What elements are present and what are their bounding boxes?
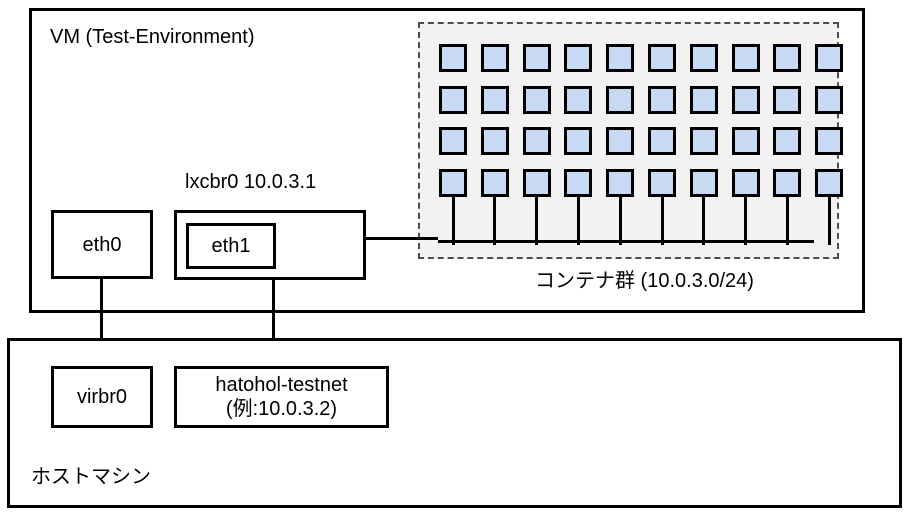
container-cell (564, 168, 593, 197)
container-cell (480, 168, 509, 197)
container-cell (731, 168, 760, 197)
container-cell (606, 168, 635, 197)
container-cell (689, 127, 718, 155)
connector-lxcbr0-to-hatohol-testnet (272, 279, 275, 368)
container-drop-line (493, 196, 497, 245)
connector-lxcbr0-to-container-bus (363, 237, 438, 240)
container-cell (606, 44, 635, 72)
lxcbr0-title: lxcbr0 10.0.3.1 (185, 171, 317, 193)
container-cell (731, 44, 760, 72)
container-drop-line (785, 196, 789, 245)
container-cell (689, 85, 718, 114)
container-cell (606, 127, 635, 155)
host-machine-boundary-box (7, 338, 902, 508)
container-cell (815, 127, 844, 155)
container-cell (815, 44, 844, 72)
container-cell (773, 127, 802, 155)
eth0-label: eth0 (82, 233, 122, 256)
container-drop-line (702, 196, 706, 245)
container-cell (773, 44, 802, 72)
container-cell (731, 127, 760, 155)
container-drop-line (618, 196, 622, 245)
container-cell (773, 85, 802, 114)
container-cell (522, 127, 551, 155)
container-cell (439, 44, 467, 72)
container-cell (689, 168, 718, 197)
connector-eth0-to-virbr0 (100, 278, 103, 368)
hatohol-testnet-label: hatohol-testnet (例:10.0.3.2) (215, 374, 348, 420)
eth0-box (51, 210, 153, 279)
container-cell (648, 168, 676, 197)
eth1-box (186, 223, 276, 269)
container-group-caption: コンテナ群 (10.0.3.0/24) (535, 270, 754, 292)
container-cell (522, 168, 551, 197)
container-cell (480, 44, 509, 72)
hatohol-testnet-box (174, 366, 389, 428)
container-group-region (418, 22, 844, 259)
container-cell (731, 85, 760, 114)
virbr0-label: virbr0 (76, 386, 127, 408)
container-cell (648, 44, 676, 72)
virbr0-box (51, 366, 153, 428)
container-drop-line (744, 196, 748, 245)
container-cell (439, 85, 467, 114)
container-cell (689, 44, 718, 72)
container-bus-line (438, 240, 814, 243)
container-cell (522, 85, 551, 114)
container-cell (439, 168, 467, 197)
container-cell (480, 85, 509, 114)
container-cell (480, 127, 509, 155)
container-cell (815, 85, 844, 114)
container-drop-line (451, 196, 455, 245)
container-drop-line (576, 196, 580, 245)
container-cell (773, 168, 802, 197)
container-drop-line (827, 196, 831, 245)
container-cell (439, 127, 467, 155)
container-cell (564, 85, 593, 114)
eth1-label: eth1 (211, 235, 251, 257)
container-drop-line (660, 196, 664, 245)
container-cell (606, 85, 635, 114)
container-cell (648, 127, 676, 155)
container-cell (564, 127, 593, 155)
vm-title: VM (Test-Environment) (50, 26, 255, 48)
container-cell (522, 44, 551, 72)
container-cell (564, 44, 593, 72)
container-cell (648, 85, 676, 114)
container-cell (815, 168, 844, 197)
host-machine-title: ホストマシン (31, 466, 151, 488)
container-drop-line (535, 196, 539, 245)
